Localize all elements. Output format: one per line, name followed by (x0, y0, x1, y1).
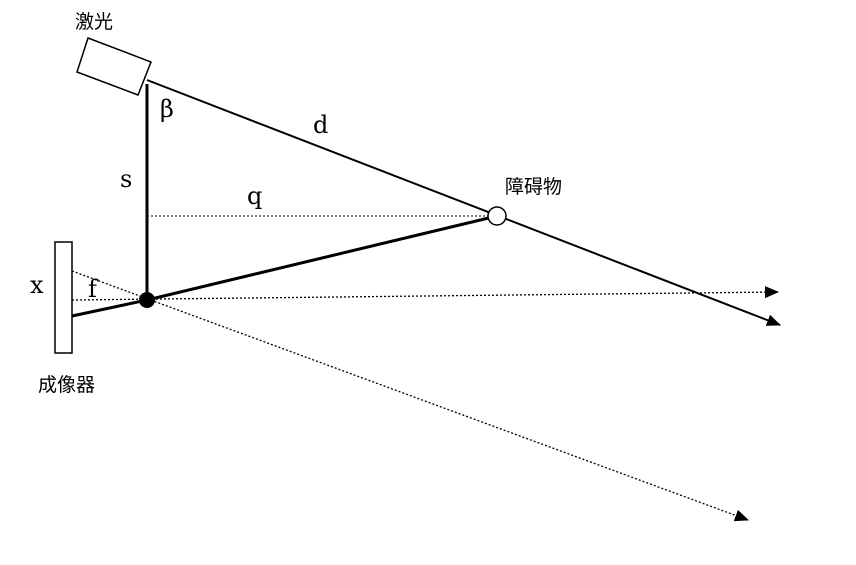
d-label: d (313, 111, 328, 139)
obstacle-label: 障碍物 (505, 176, 562, 198)
imager-sensor (54, 241, 73, 354)
optical-axis (71, 286, 779, 301)
x-label: x (30, 271, 44, 299)
obstacle-point (487, 206, 507, 226)
q-label: q (247, 182, 262, 210)
f-label: f (88, 275, 99, 303)
s-label: s (120, 165, 132, 193)
beta-label: β (160, 95, 174, 123)
reflected-ray (146, 214, 498, 302)
laser-emitter-box (76, 37, 152, 96)
laser-label: 激光 (75, 11, 113, 33)
imager-label: 成像器 (38, 374, 95, 396)
laser-beam-d (146, 79, 781, 326)
reflected-ray-to-imager (71, 298, 148, 318)
parallel-ray (71, 270, 749, 522)
lens-center-dot (139, 292, 155, 308)
